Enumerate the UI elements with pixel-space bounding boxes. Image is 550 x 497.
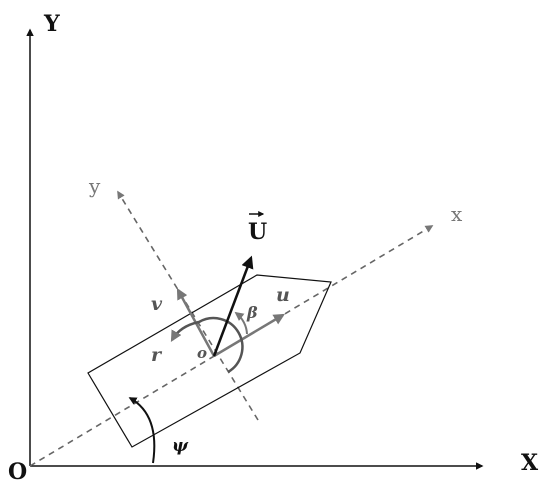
velocity-label: U	[248, 219, 267, 245]
sway-label: v	[151, 293, 163, 315]
body-x-label: x	[451, 202, 463, 226]
surge-velocity-arrow	[213, 313, 285, 358]
yaw-rate-label: r	[151, 344, 163, 366]
global-x-label: X	[521, 450, 539, 476]
ship-hull	[87, 274, 332, 448]
global-y-label: Y	[43, 11, 60, 37]
drift-angle-arc	[234, 311, 248, 335]
body-y-label: y	[88, 174, 101, 198]
body-origin-label: o	[197, 344, 207, 362]
heading-label: ψ	[172, 436, 189, 456]
total-velocity-arrow	[212, 255, 254, 357]
heading-angle-arc	[128, 397, 156, 464]
drift-angle-label: β	[246, 303, 258, 322]
yaw-rate-arrow	[170, 316, 244, 374]
origin-label: O	[8, 459, 27, 485]
surge-label: u	[276, 284, 290, 306]
